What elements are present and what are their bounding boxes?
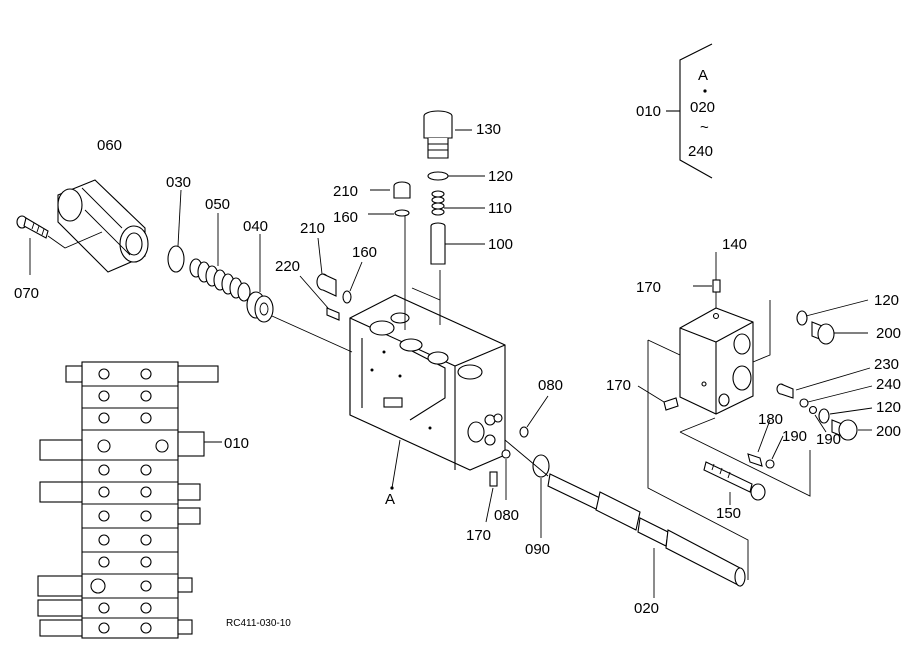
- part-150-bolt: [703, 461, 766, 501]
- label-050: 050: [205, 196, 230, 213]
- centerline-spool: [271, 315, 353, 353]
- detail-a-parent: 010: [636, 103, 661, 120]
- label-170-bottom: 170: [466, 527, 491, 544]
- label-a: A: [385, 491, 395, 508]
- label-210-left: 210: [300, 220, 325, 237]
- label-210-upper: 210: [333, 183, 358, 200]
- part-030-oring: [167, 245, 185, 273]
- part-190-washer: [765, 459, 775, 469]
- part-190-ring-a: [808, 405, 818, 415]
- part-070-bolt: [16, 215, 103, 249]
- part-010-assembly: [37, 361, 219, 639]
- part-120-oring-top: [427, 171, 449, 181]
- part-110-spring-top: [431, 190, 445, 216]
- label-220: 220: [275, 258, 300, 275]
- detail-a-letter: A: [698, 67, 708, 84]
- detail-a-tilde: ~: [700, 119, 709, 136]
- valve-body: [349, 294, 506, 471]
- part-090-oring: [532, 454, 550, 478]
- detail-a-legend: A 020 ~ 240 010: [636, 43, 715, 179]
- label-030: 030: [166, 174, 191, 191]
- label-120-right-lower: 120: [876, 399, 901, 416]
- part-210-plug-upper: [393, 181, 411, 199]
- label-160-upper: 160: [333, 209, 358, 226]
- label-120-top: 120: [488, 168, 513, 185]
- part-160-ring-upper: [394, 209, 410, 217]
- label-110: 110: [488, 200, 512, 217]
- label-140: 140: [722, 236, 747, 253]
- part-130-cap: [423, 110, 453, 159]
- part-170-screw-top: [712, 279, 721, 293]
- part-120-oring-right-upper: [796, 310, 808, 326]
- part-040-seat: [246, 291, 274, 323]
- label-160-left: 160: [352, 244, 377, 261]
- label-200-lower: 200: [876, 423, 901, 440]
- part-220-plug: [326, 307, 340, 321]
- detail-a-first: 020: [690, 99, 715, 116]
- part-210-plug-left: [316, 273, 337, 297]
- part-020-spool: [547, 473, 746, 587]
- label-190-a: 190: [782, 428, 807, 445]
- label-080-lower: 080: [494, 507, 519, 524]
- part-160-ring-left: [342, 290, 352, 304]
- part-170-screw-left: [663, 397, 679, 411]
- label-180: 180: [758, 411, 783, 428]
- part-200-plug-upper: [811, 321, 835, 345]
- label-080-upper: 080: [538, 377, 563, 394]
- label-070: 070: [14, 285, 39, 302]
- part-100-poppet: [430, 222, 446, 265]
- label-020: 020: [634, 600, 659, 617]
- label-150: 150: [716, 505, 741, 522]
- part-050-spring: [189, 258, 251, 302]
- part-labels: 060 030 050 040 070 130 120 110 100 210 …: [14, 121, 901, 629]
- label-090: 090: [525, 541, 550, 558]
- part-170-screw-bottom: [489, 471, 498, 487]
- label-010: 010: [224, 435, 249, 452]
- part-120-oring-right-lower: [818, 408, 830, 424]
- label-100: 100: [488, 236, 513, 253]
- drawing-code: RC411-030-10: [226, 618, 291, 629]
- part-230-plug: [776, 383, 794, 399]
- label-190-b: 190: [816, 431, 841, 448]
- part-140-block: [679, 307, 754, 415]
- label-120-right-upper: 120: [874, 292, 899, 309]
- part-060-housing: [57, 179, 149, 273]
- part-180-nut: [747, 453, 763, 467]
- part-080-ring-lower: [501, 449, 511, 459]
- label-130: 130: [476, 121, 501, 138]
- label-170-left: 170: [606, 377, 631, 394]
- label-200-upper: 200: [876, 325, 901, 342]
- part-080-ring-upper: [519, 426, 529, 438]
- label-060: 060: [97, 137, 122, 154]
- part-200-plug-lower: [831, 419, 858, 441]
- label-040: 040: [243, 218, 268, 235]
- leader-a: [391, 439, 401, 489]
- label-170-top: 170: [636, 279, 661, 296]
- part-240-ring: [799, 398, 809, 408]
- label-240: 240: [876, 376, 901, 393]
- label-230: 230: [874, 356, 899, 373]
- detail-a-last: 240: [688, 143, 713, 160]
